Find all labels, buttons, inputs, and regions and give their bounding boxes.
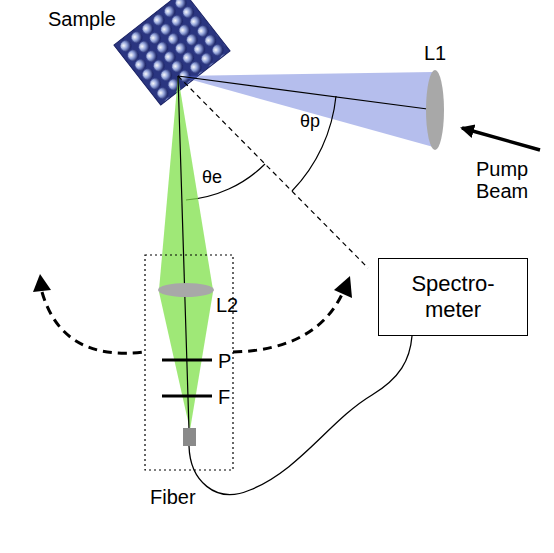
rotating-arm — [145, 255, 233, 470]
focus-cone — [159, 292, 213, 430]
sample-crystal — [114, 0, 230, 105]
rotation-arrowhead — [334, 276, 352, 298]
part-name: Fiber — [150, 486, 196, 508]
part-name: L1 — [424, 42, 446, 64]
part-name: L2 — [216, 294, 238, 316]
angle-label: θp — [300, 112, 320, 132]
surface-normal — [178, 76, 368, 268]
angle-label: θe — [202, 168, 222, 188]
instrument-box: Spectro- meter — [378, 258, 528, 336]
fiber-connector — [183, 428, 196, 446]
part-name: Sample — [48, 8, 116, 30]
part-name: Pump Beam — [476, 158, 546, 202]
part-name: F — [218, 386, 230, 408]
part-name: P — [218, 350, 231, 372]
lens-l2 — [158, 283, 214, 297]
polarizer — [162, 359, 212, 362]
rotation-arrow — [233, 290, 344, 352]
pump-arrow — [462, 128, 540, 150]
rotation-arrowhead — [33, 274, 51, 292]
fiber-cable — [189, 336, 412, 494]
instrument-name: Spectro- meter — [398, 271, 508, 324]
filter — [162, 395, 212, 398]
pump-axis — [178, 76, 435, 110]
rotation-arrow — [42, 292, 145, 353]
angle-arc-e — [186, 164, 265, 200]
angle-arc-p — [292, 96, 336, 191]
pump-cone — [178, 72, 437, 148]
lens-l1 — [426, 70, 444, 150]
emission-axis — [178, 76, 189, 430]
